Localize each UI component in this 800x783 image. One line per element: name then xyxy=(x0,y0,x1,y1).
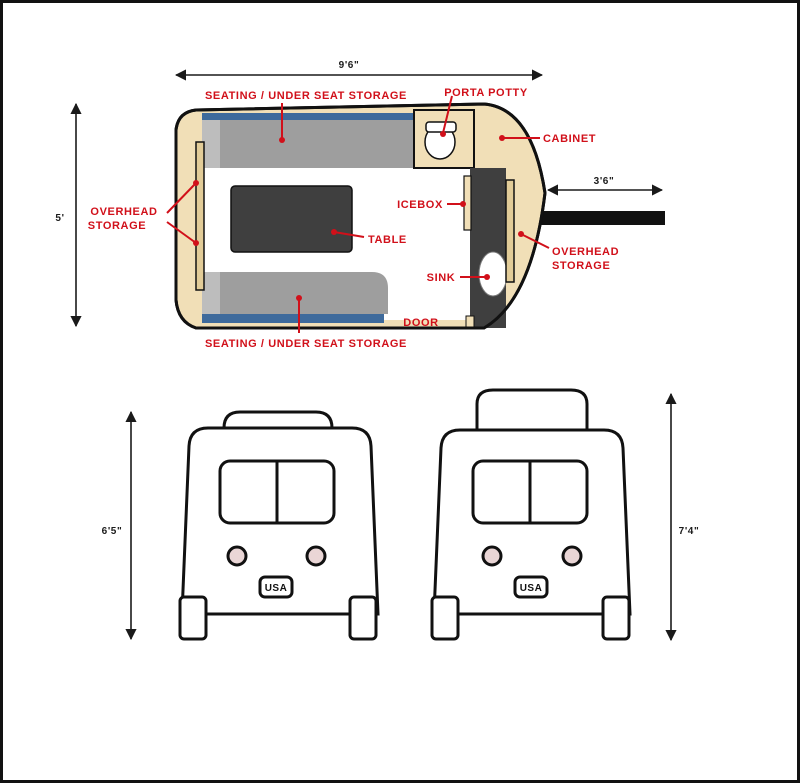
roof-bump-lowered xyxy=(222,410,334,429)
label-porta-potty: PORTA POTTY xyxy=(444,87,528,99)
leader-dot xyxy=(484,274,490,280)
label-overhead-left-1: OVERHEAD xyxy=(90,206,157,218)
roof-popup-raised xyxy=(475,388,589,430)
seat-end-top xyxy=(202,120,220,168)
leader-dot xyxy=(460,201,466,207)
tail-light-right xyxy=(305,545,327,567)
sink-basin xyxy=(478,251,508,297)
rear-view-lowered xyxy=(178,410,380,641)
leader-dot xyxy=(296,295,302,301)
leader-dot xyxy=(499,135,505,141)
seat-cushion-bottom xyxy=(202,272,388,314)
leader-dot xyxy=(440,131,446,137)
trailer-outline xyxy=(174,102,547,330)
seat-frame-top xyxy=(202,113,414,122)
leader-dot xyxy=(279,137,285,143)
label-overhead-right-1: OVERHEAD xyxy=(552,246,619,258)
label-icebox: ICEBOX xyxy=(397,199,443,211)
width-label: 5' xyxy=(55,213,64,224)
porta-potty-tank xyxy=(425,121,457,133)
tail-light-left xyxy=(226,545,248,567)
wheel-left xyxy=(430,595,460,641)
label-table: TABLE xyxy=(368,234,407,246)
annotation-leaders xyxy=(166,95,550,333)
license-plate xyxy=(513,575,549,599)
leader-dot xyxy=(518,231,524,237)
label-seating-bottom: SEATING / UNDER SEAT STORAGE xyxy=(205,338,407,350)
license-plate xyxy=(258,575,294,599)
door-jamb xyxy=(465,315,475,329)
height-right-label: 7'4" xyxy=(679,526,700,537)
counter xyxy=(470,168,506,328)
tongue-label: 3'6" xyxy=(594,176,615,187)
tongue-bar xyxy=(540,211,665,225)
dimension-arrows xyxy=(70,69,677,642)
label-overhead-left-2: STORAGE xyxy=(88,220,146,232)
table xyxy=(230,185,353,253)
wheel-left xyxy=(178,595,208,641)
leader-dot xyxy=(331,229,337,235)
wheel-right xyxy=(348,595,378,641)
wheel-right xyxy=(601,595,631,641)
tail-light-right xyxy=(561,545,583,567)
tail-light-left xyxy=(481,545,503,567)
leader-dot xyxy=(193,240,199,246)
label-overhead-right-2: STORAGE xyxy=(552,260,610,272)
length-label: 9'6" xyxy=(339,60,360,71)
height-left-label: 6'5" xyxy=(102,526,123,537)
leader-table xyxy=(333,231,365,238)
rear-view-raised xyxy=(430,388,632,641)
plate-text-raised: USA xyxy=(520,583,543,594)
seat-end-bottom xyxy=(202,272,220,314)
leader-overhead-left-a xyxy=(166,182,197,214)
label-door: DOOR xyxy=(403,317,438,329)
seat-cushion-top xyxy=(202,120,414,168)
plate-text-lowered: USA xyxy=(265,583,288,594)
label-cabinet: CABINET xyxy=(543,133,596,145)
seat-frame-bottom xyxy=(202,314,384,323)
floor-plan xyxy=(174,102,665,330)
label-seating-top: SEATING / UNDER SEAT STORAGE xyxy=(205,90,407,102)
leader-overhead-right xyxy=(520,233,550,249)
leader-overhead-left-b xyxy=(166,221,197,244)
label-sink: SINK xyxy=(427,272,456,284)
leader-dot xyxy=(193,180,199,186)
leader-porta-potty xyxy=(442,95,453,134)
overhead-storage-right xyxy=(505,179,515,283)
overhead-storage-left xyxy=(195,141,205,291)
